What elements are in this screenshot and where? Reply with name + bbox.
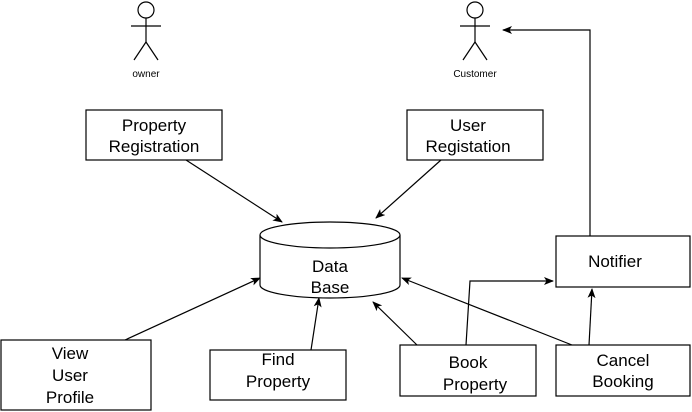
- book-property-label-line-1: Book: [449, 353, 488, 372]
- node-book-property: [399, 344, 537, 397]
- edge-find-property-to-database: [310, 297, 322, 351]
- edge-view-user-profile-to-database: [124, 277, 261, 341]
- node-find-property: [209, 349, 347, 401]
- node-user-registration: [406, 109, 544, 161]
- actor-owner: owner: [131, 1, 161, 80]
- view-user-profile-label-line-1: View: [52, 344, 89, 363]
- cancel-booking-label-line-1: Cancel: [597, 351, 650, 370]
- actor-label-owner: owner: [132, 69, 160, 80]
- database-label-line-2: Base: [311, 278, 350, 297]
- node-notifier: [555, 235, 691, 288]
- user-registration-label-line-1: User: [450, 116, 486, 135]
- database-cylinder: [259, 221, 401, 299]
- edge-user-registration-to-database: [375, 159, 442, 219]
- edge-book-property-to-database: [372, 301, 418, 346]
- edge-cancel-booking-to-database: [401, 277, 573, 346]
- view-user-profile-label-line-2: User: [52, 366, 88, 385]
- database-label-line-1: Data: [312, 257, 348, 276]
- notifier-label: Notifier: [588, 252, 642, 271]
- property-registration-label-line-1: Property: [122, 116, 187, 135]
- view-user-profile-label-line-3: Profile: [46, 388, 94, 407]
- find-property-label-line-2: Property: [246, 372, 311, 391]
- edge-notifier-to-customer: [502, 26, 591, 236]
- edge-property-registration-to-database: [185, 159, 283, 223]
- property-registration-label-line-2: Registration: [109, 137, 200, 156]
- stick-figure-icon: [460, 1, 490, 61]
- book-property-label-line-2: Property: [443, 375, 508, 394]
- user-registration-label-line-2: Registation: [425, 137, 510, 156]
- find-property-label-line-1: Find: [261, 350, 294, 369]
- node-property-registration: [85, 109, 223, 161]
- edge-book-property-to-notifier: [465, 277, 554, 346]
- cancel-booking-label-line-2: Booking: [592, 372, 653, 391]
- actor-label-customer: Customer: [453, 69, 497, 80]
- actor-customer: Customer: [453, 1, 497, 80]
- stick-figure-icon: [131, 1, 161, 61]
- edge-cancel-booking-to-notifier: [587, 288, 596, 346]
- node-cancel-booking: [555, 344, 691, 397]
- node-view-user-profile: [0, 339, 152, 411]
